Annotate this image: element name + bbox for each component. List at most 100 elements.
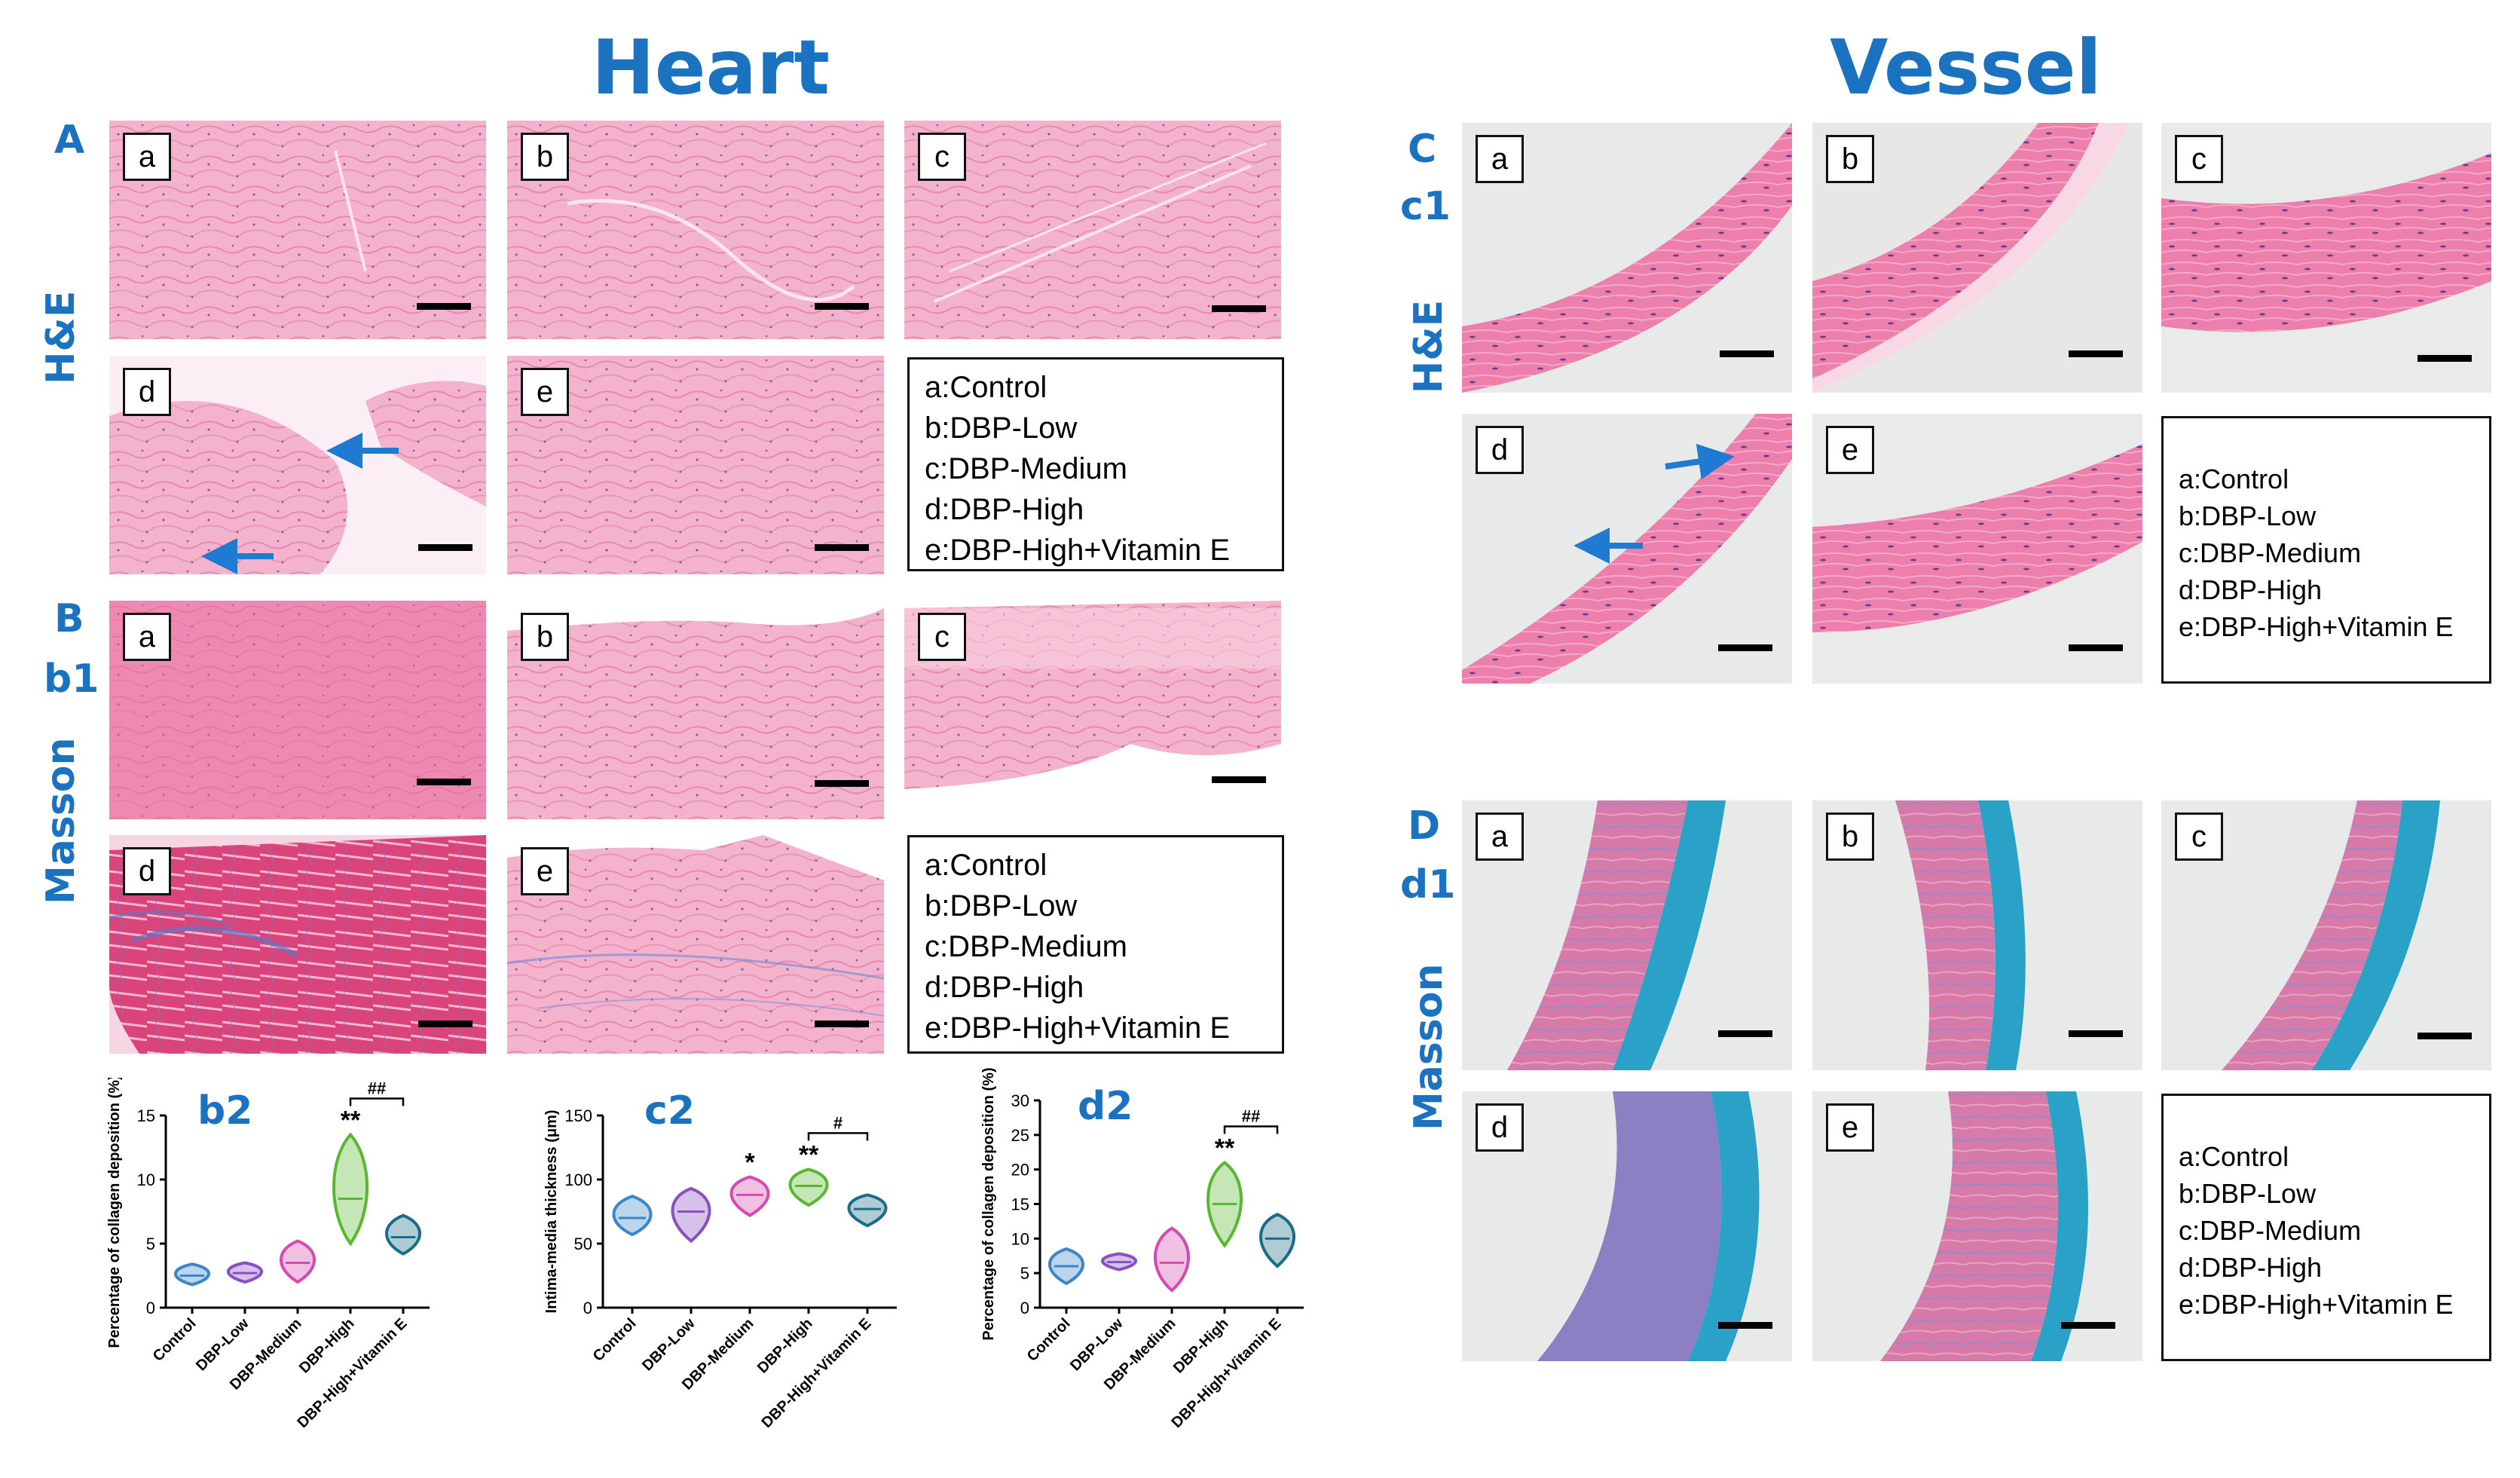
legend-line: a:Control	[2179, 1141, 2289, 1172]
y-axis-label: Intima-media thickness (μm)	[543, 1109, 560, 1313]
vessel-he-image-d: d	[1462, 414, 1792, 684]
x-tick-label: Control	[1024, 1315, 1074, 1365]
heart-masson-image-d: d	[109, 835, 486, 1054]
violin	[279, 1239, 317, 1284]
chart-c2-label: c2	[644, 1088, 696, 1134]
heart-he-image-c: c	[904, 121, 1281, 339]
legend-line: a:Control	[925, 849, 1047, 882]
scale-bar	[815, 780, 869, 787]
y-tick-label: 15	[1011, 1195, 1029, 1214]
legend-line: e:DBP-High+Vitamin E	[925, 1011, 1230, 1045]
legend-line: e:DBP-High+Vitamin E	[2179, 1289, 2454, 1320]
image-letter: d	[1476, 426, 1524, 474]
legend-line: b:DBP-Low	[925, 889, 1078, 923]
image-letter: b	[1826, 135, 1874, 183]
y-tick-label: 0	[1020, 1299, 1029, 1317]
panel-d-letter: D	[1408, 803, 1441, 849]
scale-bar	[2069, 1030, 2123, 1037]
significance-marker: *	[745, 1149, 755, 1177]
legend-line: c:DBP-Medium	[2179, 537, 2362, 568]
y-tick-label: 30	[1011, 1091, 1029, 1110]
panel-b-letter: B	[54, 596, 84, 641]
significance-marker: **	[799, 1140, 819, 1169]
y-tick-label: 5	[1020, 1264, 1029, 1283]
image-letter: e	[521, 847, 569, 895]
legend-line: d:DBP-High	[925, 971, 1084, 1004]
panel-b-stain-label: Masson	[38, 737, 84, 904]
legend-line: e:DBP-High+Vitamin E	[2179, 611, 2454, 642]
vessel-masson-image-d: d	[1462, 1091, 1792, 1361]
panel-c-letter: C	[1408, 127, 1437, 172]
y-tick-label: 150	[564, 1106, 592, 1125]
image-letter: c	[918, 613, 966, 661]
comparison-marker: ##	[368, 1079, 386, 1098]
heart-he-image-d: d	[109, 356, 486, 574]
scale-bar	[417, 779, 471, 785]
comparison-bracket	[807, 1132, 869, 1141]
y-tick-label: 10	[1011, 1229, 1029, 1248]
comparison-marker: ##	[1242, 1107, 1260, 1126]
legend-line: c:DBP-Medium	[925, 930, 1127, 963]
y-tick-label: 0	[583, 1299, 592, 1317]
image-letter: b	[521, 133, 569, 181]
image-letter: b	[1826, 812, 1874, 861]
heart-he-image-b: b	[507, 121, 884, 339]
x-tick-label: Control	[150, 1315, 200, 1365]
vessel-masson-image-e: e	[1812, 1091, 2142, 1361]
image-letter: e	[1826, 1103, 1874, 1152]
scale-bar	[1720, 350, 1774, 357]
vessel-he-image-b: b	[1812, 123, 2142, 393]
legend-line: b:DBP-Low	[2179, 500, 2317, 531]
scale-bar	[418, 544, 472, 551]
vessel-title: Vessel	[1830, 23, 2102, 112]
scale-bar	[418, 1021, 472, 1027]
scale-bar	[2061, 1322, 2115, 1329]
scale-bar	[815, 303, 869, 310]
heart-masson-image-e: e	[507, 835, 884, 1054]
scale-bar	[2418, 355, 2472, 362]
vessel-masson-image-b: b	[1812, 800, 2142, 1070]
image-letter: c	[918, 133, 966, 181]
x-tick-label: DBP-High+Vitamin E	[295, 1315, 411, 1431]
heart-title: Heart	[592, 23, 830, 112]
violin	[174, 1262, 210, 1287]
heart-masson-image-b: b	[507, 601, 884, 819]
legend-line: a:Control	[925, 371, 1047, 404]
scale-bar	[815, 1021, 869, 1027]
y-axis-label: Percentage of collagen deposition (%)	[980, 1067, 997, 1340]
heart-he-legend: a:Control b:DBP-Low c:DBP-Medium d:DBP-H…	[907, 357, 1284, 571]
chart-d2-label: d2	[1078, 1084, 1133, 1129]
legend-line: d:DBP-High	[925, 493, 1084, 526]
scale-bar	[417, 303, 471, 310]
scale-bar	[2069, 350, 2123, 357]
scale-bar	[1212, 776, 1266, 783]
scale-bar	[1718, 1030, 1772, 1037]
y-axis-label: Percentage of collagen deposition (%)	[106, 1078, 123, 1348]
image-letter: a	[123, 613, 171, 661]
vessel-masson-image-c: c	[2161, 800, 2491, 1070]
violin	[384, 1213, 422, 1256]
image-letter: d	[123, 847, 171, 895]
panel-b1-label: b1	[44, 656, 99, 702]
violin	[612, 1194, 653, 1237]
violin	[1154, 1226, 1190, 1293]
y-tick-label: 0	[146, 1299, 155, 1317]
y-tick-label: 100	[564, 1170, 592, 1189]
image-letter: c	[2175, 135, 2223, 183]
y-tick-label: 20	[1011, 1161, 1029, 1180]
panel-d-stain-label: Masson	[1406, 963, 1451, 1131]
violin	[671, 1186, 711, 1244]
x-tick-label: DBP-High+Vitamin E	[759, 1315, 875, 1431]
scale-bar	[1212, 305, 1266, 312]
violin	[729, 1175, 770, 1217]
heart-he-image-e: e	[507, 356, 884, 574]
scale-bar	[2418, 1033, 2472, 1039]
y-tick-label: 5	[146, 1235, 155, 1253]
image-letter: a	[1476, 135, 1524, 183]
image-letter: d	[123, 368, 171, 416]
heart-he-image-a: a	[109, 121, 486, 339]
vessel-he-image-a: a	[1462, 123, 1792, 393]
